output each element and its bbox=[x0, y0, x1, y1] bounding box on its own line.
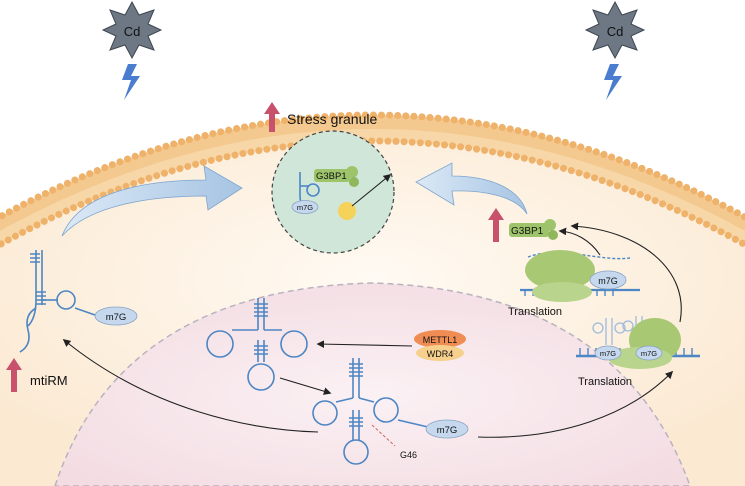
g3bp1-right-group: G3BP1 bbox=[488, 208, 558, 242]
m7g-granule-tag bbox=[291, 200, 319, 214]
yellow-particle bbox=[338, 202, 356, 220]
g46-label: G46 bbox=[400, 450, 417, 460]
g3bp1-granule-label: G3BP1 bbox=[316, 171, 347, 182]
mtirm-label: mtiRM bbox=[30, 373, 68, 388]
trna-center-upper bbox=[206, 298, 308, 391]
cd-left: Cd bbox=[101, 0, 163, 100]
cd-right-label: Cd bbox=[607, 24, 624, 39]
stress-granule-title: Stress granule bbox=[264, 102, 377, 132]
export-arrow-left bbox=[62, 339, 319, 433]
g3bp1-right-tag bbox=[509, 223, 549, 237]
granule-body bbox=[271, 130, 395, 254]
cd-star-icon bbox=[101, 0, 163, 60]
m7g-left-tag bbox=[94, 306, 138, 326]
translation-top: m7G Translation bbox=[508, 250, 640, 318]
translation-bottom-label: Translation bbox=[578, 376, 632, 388]
m7g-left-label: m7G bbox=[106, 312, 127, 323]
g3bp1-blob bbox=[346, 166, 358, 178]
big-arrow-left bbox=[61, 165, 243, 237]
g3bp1-granule-tag bbox=[314, 169, 350, 182]
lightning-bolt-icon bbox=[604, 64, 622, 100]
up-arrow-icon bbox=[6, 358, 22, 392]
ribosome-large bbox=[525, 250, 595, 290]
export-arrow-right bbox=[477, 370, 674, 438]
g46-pointer bbox=[371, 424, 396, 447]
m7g-ribo-b-tag bbox=[635, 345, 663, 361]
mettl1-wdr4-complex: METTL1 WDR4 bbox=[414, 330, 466, 361]
m7g-center-tag bbox=[425, 419, 469, 439]
translation-top-arrow bbox=[558, 227, 601, 256]
m7g-ribo-a-tag bbox=[594, 345, 622, 361]
membrane-inner-beads bbox=[0, 137, 745, 249]
cd-right: Cd bbox=[584, 0, 646, 100]
trna-transfer-arrow bbox=[279, 377, 332, 395]
g3bp1-right-label: G3BP1 bbox=[511, 226, 544, 237]
trna-faint-a bbox=[592, 318, 626, 345]
wdr4-label: WDR4 bbox=[427, 349, 454, 359]
big-arrow-right bbox=[415, 162, 528, 215]
m7g-ribo-b-label: m7G bbox=[641, 349, 657, 358]
up-arrow-icon bbox=[264, 102, 280, 132]
mettl1-label: METTL1 bbox=[423, 335, 458, 345]
lightning-bolt-icon bbox=[122, 64, 140, 100]
translation-bottom: m7G m7G Translation bbox=[576, 316, 700, 388]
mettl1-arrow bbox=[316, 340, 413, 348]
ribosome-small bbox=[532, 282, 592, 302]
up-arrow-icon bbox=[488, 208, 504, 242]
m7g-translation-top-label: m7G bbox=[598, 276, 618, 286]
mettl1-blob bbox=[414, 330, 466, 348]
cd-star-icon bbox=[584, 0, 646, 60]
stress-granule-label: Stress granule bbox=[287, 111, 377, 127]
trna-center-lower bbox=[312, 358, 429, 465]
granule-arrow bbox=[351, 174, 392, 207]
stress-granule: G3BP1 m7G bbox=[271, 130, 395, 254]
g3bp1-blob bbox=[544, 219, 556, 231]
g3bp1-blob bbox=[548, 230, 558, 240]
wdr4-blob bbox=[416, 345, 464, 361]
translation-top-label: Translation bbox=[508, 306, 562, 318]
m7g-ribo-a-label: m7G bbox=[600, 349, 616, 358]
cd-left-label: Cd bbox=[124, 24, 141, 39]
m7g-translation-top-tag bbox=[589, 270, 627, 290]
membrane-outer-beads bbox=[0, 111, 745, 222]
g3bp1-blob bbox=[349, 177, 359, 187]
m7g-granule-label: m7G bbox=[297, 203, 313, 212]
mtirm-group: mtiRM bbox=[6, 358, 68, 392]
trna-left bbox=[19, 250, 96, 353]
translation-bottom-arrow bbox=[570, 222, 682, 323]
m7g-center-label: m7G bbox=[437, 425, 458, 436]
